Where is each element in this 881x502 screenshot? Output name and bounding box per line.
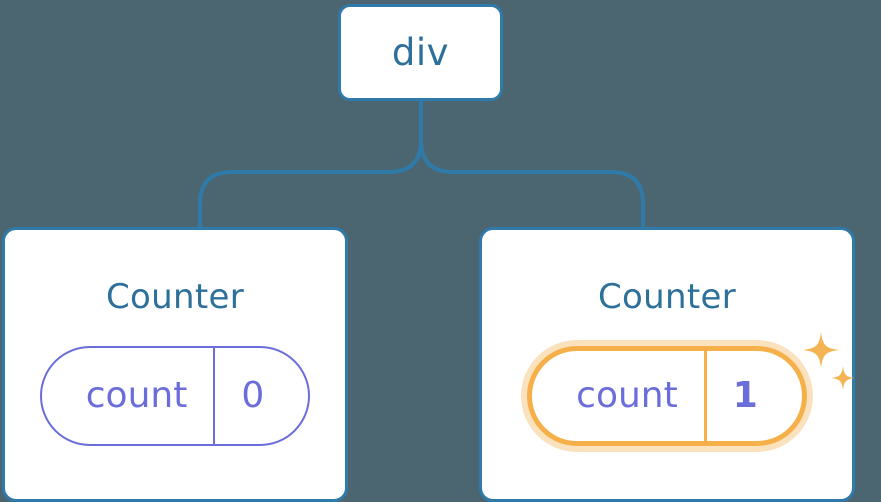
root-node-label: div xyxy=(391,31,450,74)
state-value-label: 1 xyxy=(732,375,758,416)
counter-card-left[interactable]: Counter count 0 xyxy=(2,227,348,502)
state-pill-highlighted[interactable]: count 1 xyxy=(527,346,807,446)
state-key-label: count xyxy=(576,375,678,416)
state-value-cell: 0 xyxy=(215,348,308,444)
state-pill-wrapper-left: count 0 xyxy=(39,346,311,446)
state-pill-divider xyxy=(703,351,707,441)
counter-title: Counter xyxy=(106,277,244,317)
state-pill-divider xyxy=(213,348,216,444)
state-value-label: 0 xyxy=(241,375,265,416)
sparkle-large-icon xyxy=(802,332,839,368)
counter-card-right[interactable]: Counter count 1 xyxy=(479,227,855,502)
state-key-cell: count xyxy=(532,351,704,441)
counter-title: Counter xyxy=(598,277,736,317)
state-value-cell: 1 xyxy=(707,351,802,441)
root-node-div[interactable]: div xyxy=(338,4,503,101)
sparkle-group xyxy=(802,332,855,390)
sparkle-small-icon xyxy=(830,366,855,390)
state-key-label: count xyxy=(85,375,188,416)
state-key-cell: count xyxy=(42,348,214,444)
state-pill-wrapper-right: count 1 xyxy=(527,332,855,446)
state-pill[interactable]: count 0 xyxy=(39,346,311,446)
